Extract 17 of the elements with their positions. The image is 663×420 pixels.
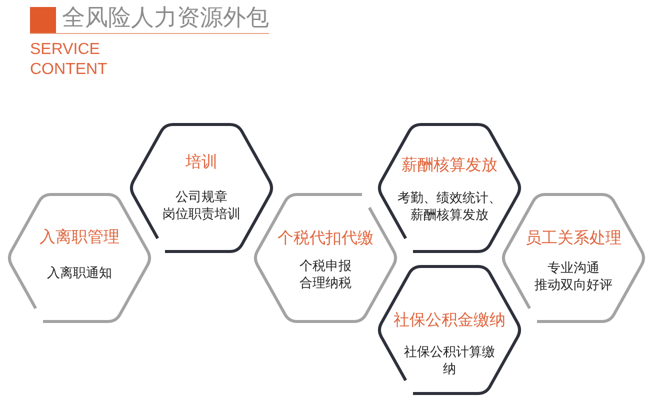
node-heading: 薪酬核算发放 (400, 155, 498, 175)
node-text: 合理纳税 (300, 274, 352, 292)
node-text: 个税申报 (300, 258, 352, 274)
node-text: 推动双向好评 (534, 276, 612, 294)
subtitle: SERVICE CONTENT (30, 40, 108, 80)
node-heading: 个税代扣代缴 (276, 228, 374, 248)
node-heading: 社保公积金缴纳 (392, 310, 506, 330)
node-heading: 培训 (184, 152, 218, 172)
node-text: 考勤、绩效统计、薪酬核算发放 (396, 190, 502, 224)
node-text: 入离职通知 (47, 264, 112, 282)
node-text: 岗位职责培训 (162, 206, 240, 222)
node-text: 社保公积计算缴纳 (402, 344, 496, 378)
title: 全风险人力资源外包 (62, 4, 269, 32)
node-heading: 员工关系处理 (524, 228, 622, 248)
node-text: 专业沟通 (548, 260, 600, 276)
node-heading: 入离职管理 (38, 227, 120, 247)
node-text: 公司规章 (176, 188, 228, 206)
